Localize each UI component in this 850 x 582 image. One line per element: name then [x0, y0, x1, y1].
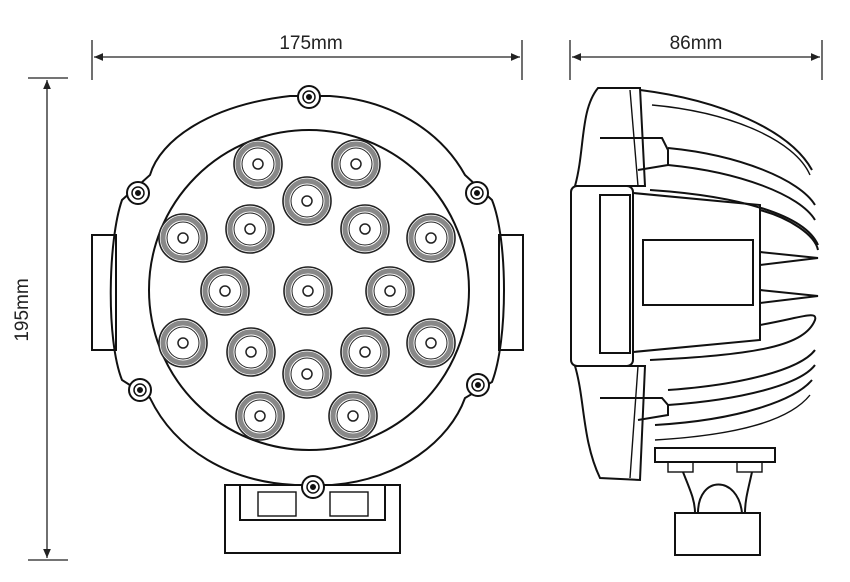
side-band [570, 185, 634, 367]
led [158, 318, 208, 368]
screw-icon [465, 181, 489, 205]
front-view [91, 85, 524, 554]
led-array [158, 139, 456, 441]
screw-icon [466, 373, 490, 397]
screws [126, 85, 490, 499]
depth-dimension: 86mm [569, 33, 823, 80]
led [365, 266, 415, 316]
led [225, 204, 275, 254]
led [340, 204, 390, 254]
height-dimension: 195mm [12, 77, 68, 561]
led [235, 391, 285, 441]
width-dimension: 175mm [91, 33, 523, 80]
screw-icon [126, 181, 150, 205]
right-side-tab [498, 234, 524, 351]
led [406, 318, 456, 368]
led [282, 176, 332, 226]
side-tab-body [632, 191, 761, 354]
heatsink-fins [639, 89, 819, 441]
led [226, 327, 276, 377]
band-inner-rect [599, 194, 631, 354]
side-view [570, 87, 819, 556]
screw-icon [301, 475, 325, 499]
screw-icon [297, 85, 321, 109]
outer-housing [109, 95, 505, 486]
screw-icon [128, 378, 152, 402]
width-label: 175mm [279, 33, 342, 54]
led [340, 327, 390, 377]
led [406, 213, 456, 263]
led [158, 213, 208, 263]
led [331, 139, 381, 189]
led [328, 391, 378, 441]
led [233, 139, 283, 189]
side-mount-bracket [654, 447, 776, 556]
led [282, 349, 332, 399]
led [200, 266, 250, 316]
lens [148, 129, 470, 451]
led [283, 266, 333, 316]
label-plate [642, 239, 754, 306]
height-label: 195mm [12, 278, 33, 341]
left-side-tab [91, 234, 117, 351]
depth-label: 86mm [670, 33, 723, 54]
